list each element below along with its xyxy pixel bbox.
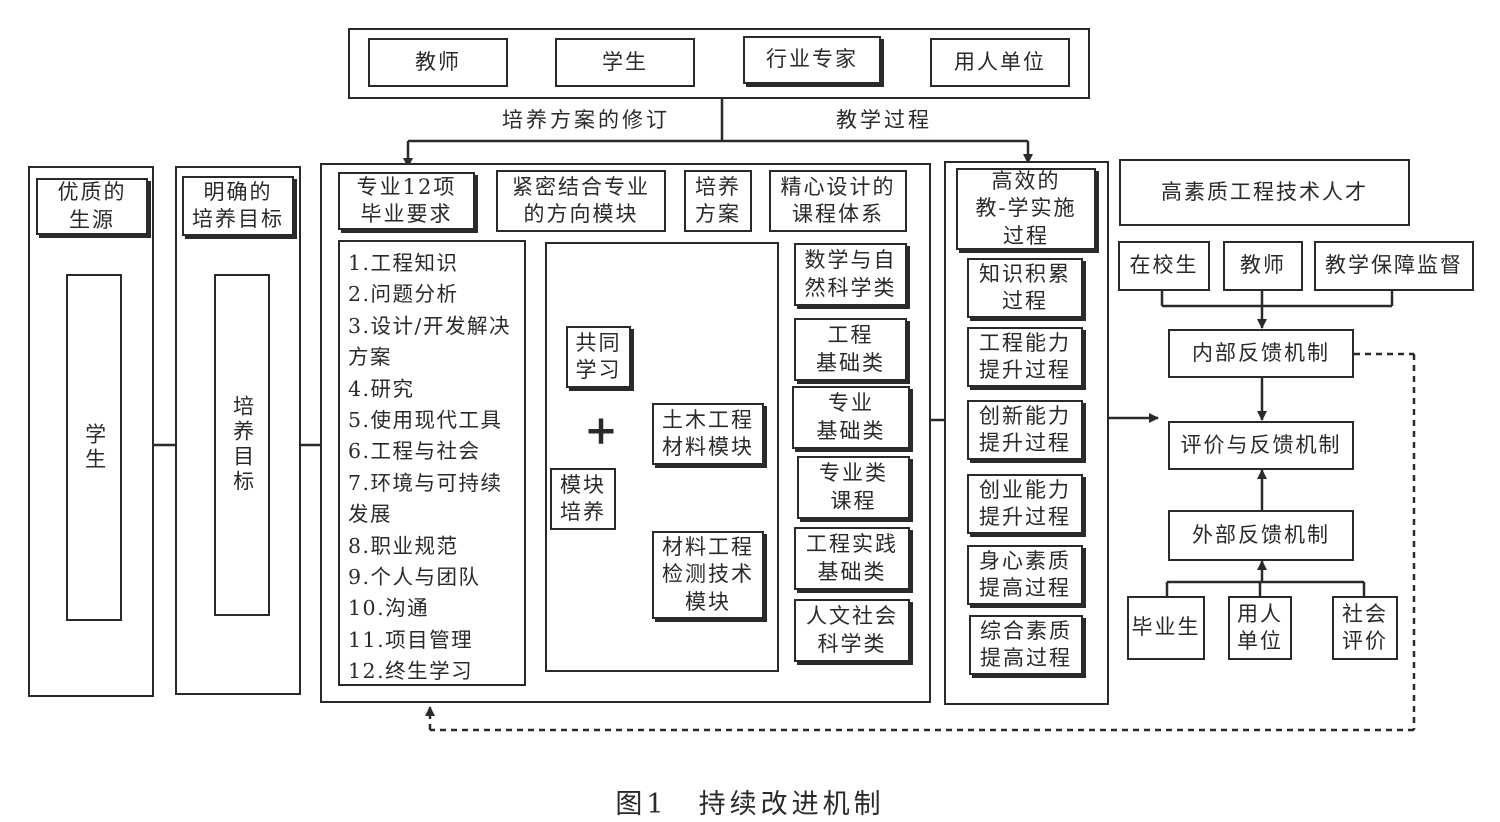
course-category: 专业类 课程: [797, 456, 910, 519]
objective-inner: 培养目标: [214, 274, 270, 616]
stakeholder-student: 学生: [555, 38, 695, 87]
teaching-process: 工程能力 提升过程: [967, 327, 1083, 387]
teaching-process: 综合素质 提高过程: [969, 615, 1083, 675]
course-category: 人文社会 科学类: [794, 599, 910, 662]
teaching-process: 知识积累 过程: [967, 258, 1083, 318]
requirement-item: 10.沟通: [348, 596, 430, 621]
plan-box: 培养 方案: [684, 170, 752, 232]
external-feedback: 外部反馈机制: [1168, 510, 1354, 561]
internal-source-teachers: 教师: [1223, 241, 1303, 291]
common-learning: 共同 学习: [566, 326, 631, 388]
teaching-title: 高效的 教-学实施 过程: [956, 168, 1096, 250]
objective-title: 明确的 培养目标: [182, 176, 294, 236]
plus-sign: +: [584, 407, 618, 454]
curriculum-title: 精心设计的 课程体系: [769, 170, 907, 232]
stakeholder-employer: 用人单位: [930, 38, 1070, 87]
course-category: 工程实践 基础类: [794, 527, 910, 590]
requirement-item: 8.职业规范: [348, 533, 459, 558]
internal-source-supervision: 教学保障监督: [1314, 241, 1474, 291]
internal-feedback: 内部反馈机制: [1168, 329, 1354, 378]
requirement-item: 11.项目管理: [348, 627, 474, 652]
figure-caption: 图1 持续改进机制: [615, 789, 885, 820]
requirement-item: 7.环境与可持续: [348, 470, 503, 495]
requirement-item: 发展: [348, 502, 392, 527]
testing-module: 材料工程 检测技术 模块: [652, 531, 764, 619]
course-category: 专业 基础类: [792, 386, 910, 449]
civil-module: 土木工程 材料模块: [652, 403, 764, 465]
requirements-title: 专业12项 毕业要求: [338, 172, 475, 230]
label-teaching-process: 教学过程: [836, 108, 932, 132]
external-source-society: 社会 评价: [1332, 596, 1398, 660]
external-source-graduates: 毕业生: [1127, 596, 1205, 660]
requirement-item: 5.使用现代工具: [348, 408, 503, 433]
teaching-process: 创新能力 提升过程: [967, 400, 1083, 460]
requirement-item: 4.研究: [348, 376, 415, 401]
internal-source-students: 在校生: [1118, 241, 1210, 291]
talent-box: 高素质工程技术人才: [1119, 159, 1410, 226]
requirement-item: 1.工程知识: [348, 251, 459, 275]
module-training: 模块 培养: [550, 468, 616, 530]
requirements-list: 1.工程知识 2.问题分析 3.设计/开发解决方案 4.研究 5.使用现代工具 6.工程与…: [348, 248, 511, 688]
evaluation-feedback: 评价与反馈机制: [1168, 421, 1354, 470]
teaching-process: 创业能力 提升过程: [967, 474, 1083, 534]
teaching-process: 身心素质 提高过程: [967, 545, 1083, 605]
external-source-employers: 用人 单位: [1228, 596, 1292, 660]
requirement-item: 9.个人与团队: [348, 565, 481, 590]
requirements-list-box: 1.工程知识 2.问题分析 3.设计/开发解决方案 4.研究 5.使用现代工具 6.工程与…: [338, 240, 526, 686]
requirement-item: 12.终生学习: [348, 659, 474, 684]
label-plan-revision: 培养方案的修订: [502, 108, 670, 132]
source-title: 优质的 生源: [36, 178, 148, 235]
stakeholder-expert: 行业专家: [743, 36, 881, 84]
course-category: 数学与自 然科学类: [794, 243, 907, 306]
source-inner: 学生: [66, 274, 122, 621]
requirement-item: 3.设计/开发解决: [348, 313, 511, 338]
modules-title: 紧密结合专业 的方向模块: [496, 170, 666, 232]
requirement-item: 6.工程与社会: [348, 439, 481, 464]
requirement-item: 2.问题分析: [348, 282, 459, 307]
stakeholder-teacher: 教师: [368, 38, 508, 87]
requirement-item: 方案: [348, 345, 392, 370]
course-category: 工程 基础类: [794, 318, 907, 381]
